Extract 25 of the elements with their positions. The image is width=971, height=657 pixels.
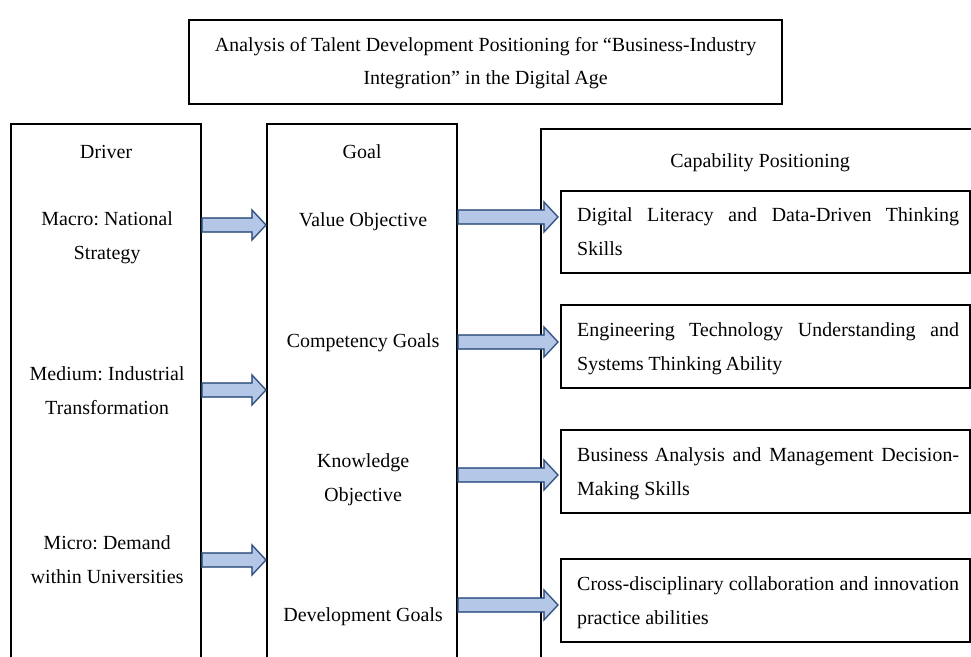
block-arrow <box>457 325 560 359</box>
block-arrow <box>201 543 268 577</box>
block-arrow <box>201 373 268 407</box>
text-item: Value Objective <box>268 202 458 238</box>
text-item: Medium: Industrial Transformation <box>12 338 202 444</box>
capability-box: Cross-disciplinary collaboration and innovation practice abilities <box>560 558 971 643</box>
text-item: Competency Goals <box>268 306 458 376</box>
column-heading: Capability Positioning <box>669 149 851 174</box>
text-item: Micro: Demand within Universities <box>12 507 202 613</box>
column-panel <box>10 123 202 657</box>
text-item: Development Goals <box>268 580 458 650</box>
capability-box: Engineering Technology Understanding and Systems Thinking Ability <box>560 304 971 389</box>
text-item: Macro: National Strategy <box>12 200 202 272</box>
capability-box: Business Analysis and Management Decision-Making Skills <box>560 429 971 514</box>
column-heading: Driver <box>78 140 134 165</box>
column-panel <box>266 123 458 657</box>
column-heading: Goal <box>342 140 382 165</box>
text-item: Knowledge Objective <box>268 443 458 513</box>
block-arrow <box>201 208 268 242</box>
block-arrow <box>457 200 560 234</box>
capability-box: Digital Literacy and Data-Driven Thinking Skills <box>560 190 971 274</box>
title-box: Analysis of Talent Development Positioning for “Business-Industry Integration” in the Digital Age <box>188 19 783 105</box>
block-arrow <box>457 588 560 622</box>
block-arrow <box>457 458 560 492</box>
column-panel <box>540 128 971 657</box>
